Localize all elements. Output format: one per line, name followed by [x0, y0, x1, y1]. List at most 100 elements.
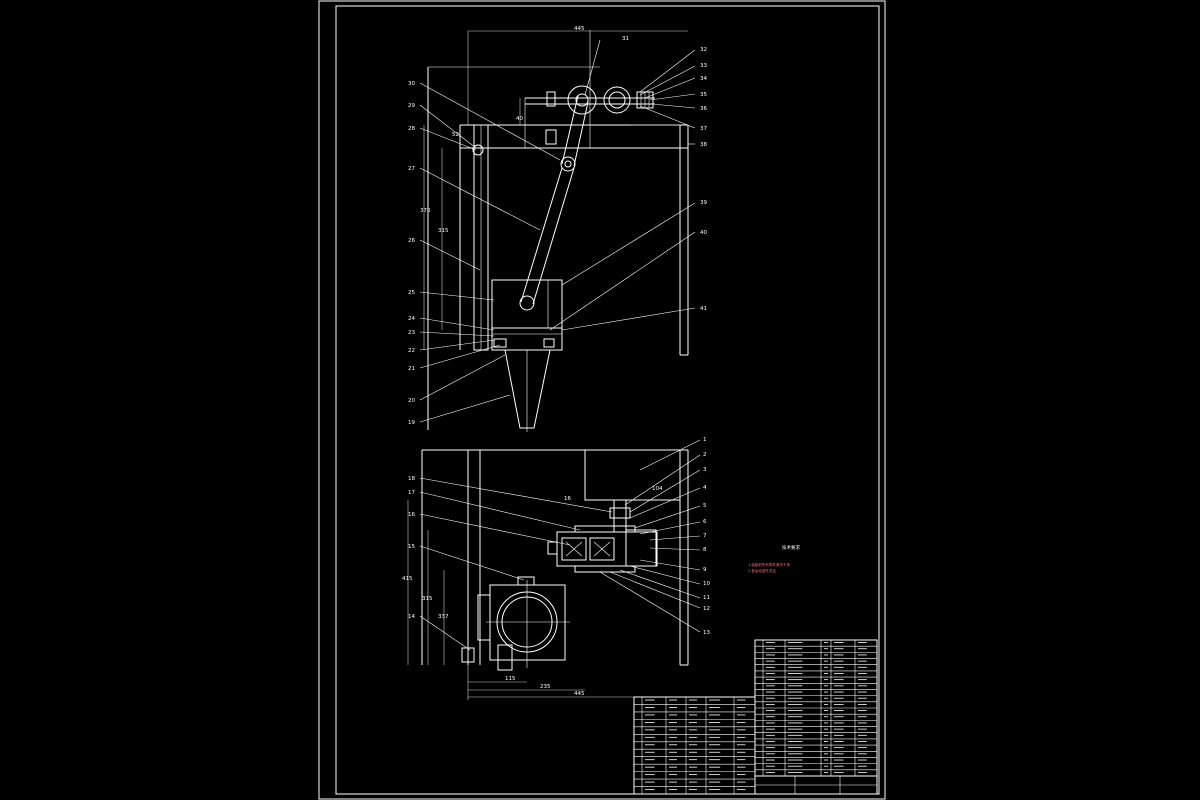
table-cell-mark [858, 703, 867, 705]
table-cell-mark [709, 729, 721, 731]
table-cell-mark [669, 766, 677, 768]
table-cell-mark [858, 691, 867, 693]
table-cell-mark [858, 710, 867, 711]
table-cell-mark [669, 714, 677, 716]
table-cell-mark [824, 660, 828, 662]
table-cell-mark [824, 734, 828, 736]
table-cell-mark [834, 759, 844, 761]
table-cell-mark [824, 716, 828, 718]
table-cell-mark [834, 734, 844, 736]
table-cell-mark [824, 679, 828, 681]
table-cell-mark [669, 751, 677, 753]
table-cell-mark [824, 741, 828, 742]
table-cell-mark [645, 781, 655, 783]
table-cell-mark [824, 654, 828, 656]
piston-block [491, 279, 563, 329]
table-cell-mark [788, 685, 803, 687]
table-cell-mark [737, 699, 746, 701]
dim-plan-bottom-1: 115 [505, 676, 516, 682]
part-label-2: 2 [703, 452, 707, 458]
table-cell-mark [766, 759, 775, 761]
table-cell-mark [689, 729, 697, 731]
part-label-21: 21 [408, 366, 415, 372]
part-label-36: 36 [700, 106, 707, 112]
part-label-17: 17 [408, 490, 415, 496]
hopper [504, 349, 551, 429]
table-cell-mark [689, 766, 697, 768]
table-cell-mark [645, 707, 655, 708]
table-cell-mark [766, 734, 775, 736]
table-cell-mark [788, 771, 803, 773]
part-label-40: 40 [700, 230, 707, 236]
table-cell-mark [645, 751, 655, 753]
table-cell-mark [766, 722, 775, 724]
part-label-41: 41 [700, 306, 707, 312]
table-cell-mark [689, 699, 697, 701]
part-label-27: 27 [408, 166, 415, 172]
part-label-26: 26 [408, 238, 415, 244]
table-cell-mark [858, 753, 867, 755]
part-label-28: 28 [408, 126, 415, 132]
table-cell-mark [858, 741, 867, 742]
table-cell-mark [788, 716, 803, 718]
dim-front-top: 445 [574, 26, 585, 32]
part-label-11: 11 [703, 595, 710, 601]
crank-wheel [567, 85, 597, 115]
table-cell-mark [788, 642, 803, 643]
table-cell-mark [737, 714, 746, 716]
dim-plan-mid: 16 [564, 496, 571, 502]
technical-notes: 技术要求 1.装配前所有零件清洗干净 2.各运动部件灵活 [748, 544, 800, 573]
table-cell-mark [669, 699, 677, 701]
table-cell-mark [709, 766, 721, 768]
table-cell-mark [737, 707, 746, 708]
part-label-39: 39 [700, 200, 707, 206]
parts-list-bottom [633, 696, 756, 795]
table-cell-mark [689, 714, 697, 716]
table-cell-mark [834, 679, 844, 681]
table-cell-mark [858, 747, 867, 749]
table-cell-mark [689, 721, 697, 723]
table-cell-mark [645, 714, 655, 716]
table-cell-mark [858, 716, 867, 718]
table-cell-mark [737, 759, 746, 761]
table-cell-mark [858, 648, 867, 650]
notes-line-1: 1.装配前所有零件清洗干净 [748, 562, 790, 567]
part-label-3: 3 [703, 467, 707, 473]
table-cell-mark [645, 789, 655, 790]
table-cell-mark [737, 721, 746, 723]
part-label-8: 8 [703, 547, 707, 553]
table-cell-mark [766, 648, 775, 650]
table-cell-mark [788, 648, 803, 650]
table-cell-mark [645, 699, 655, 701]
table-cell-mark [709, 699, 721, 701]
notes-line-2: 2.各运动部件灵活 [748, 568, 776, 573]
table-cell-mark [788, 697, 803, 699]
table-cell-mark [645, 744, 655, 746]
part-label-14: 14 [408, 614, 415, 620]
table-cell-mark [834, 666, 844, 668]
table-cell-mark [766, 741, 775, 742]
table-cell-mark [824, 648, 828, 650]
part-label-20: 20 [408, 398, 415, 404]
part-label-22: 22 [408, 348, 415, 354]
table-cell-mark [766, 728, 775, 730]
table-cell-mark [737, 744, 746, 746]
table-cell-mark [824, 642, 828, 643]
connecting-rod [561, 95, 579, 165]
table-cell-mark [766, 654, 775, 656]
parts-list-right [754, 639, 878, 777]
table-cell-mark [834, 691, 844, 693]
table-cell-mark [709, 774, 721, 776]
dim-plan-bottom-2: 235 [540, 684, 551, 690]
part-label-37: 37 [700, 126, 707, 132]
table-cell-mark [766, 753, 775, 755]
part-label-31: 31 [622, 36, 629, 42]
table-cell-mark [709, 759, 721, 761]
notes-heading: 技术要求 [782, 544, 800, 551]
table-cell-mark [788, 666, 803, 668]
part-label-12: 12 [703, 606, 710, 612]
table-cell-mark [788, 753, 803, 755]
dim-front-small: 52 [452, 132, 459, 138]
table-cell-mark [766, 685, 775, 687]
